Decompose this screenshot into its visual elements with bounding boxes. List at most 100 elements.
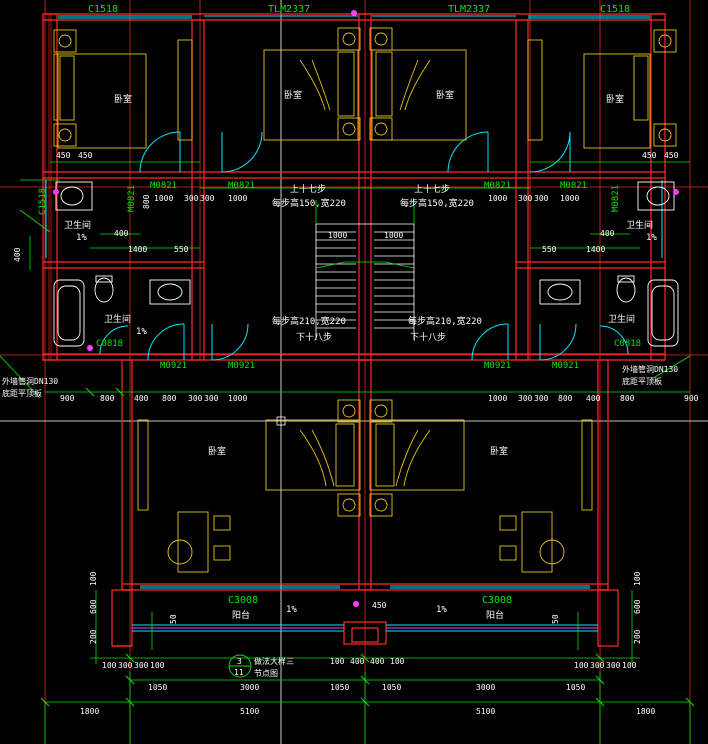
dim-100-g: 100	[89, 571, 98, 586]
dim-300-c: 300	[518, 194, 533, 203]
room-labels: 卧室 卧室 卧室 卧室 卧室 卧室 卫生间 卫生间 卫生间 卫生间 阳台 阳台	[64, 89, 653, 621]
dim-400-a: 400	[114, 229, 129, 238]
label-c1518-side: C1518	[38, 188, 48, 215]
ac-note-right-2: 底距平顶板	[622, 376, 662, 386]
dim-1000-stair-r: 1000	[384, 231, 403, 240]
dim-100-b: 100	[150, 661, 165, 670]
walls	[42, 13, 666, 647]
door-m0921-4: M0921	[552, 361, 579, 371]
dim-300-e: 300	[188, 394, 203, 403]
dim-400-b: 400	[600, 229, 615, 238]
dim-300-b: 300	[200, 194, 215, 203]
room-bedroom-2: 卧室	[284, 89, 302, 101]
furniture	[53, 27, 677, 573]
windows	[45, 15, 663, 632]
dim-450-e: 450	[372, 601, 387, 610]
label-c3008-left: C3008	[228, 595, 258, 606]
dim-800-c: 800	[162, 394, 177, 403]
dim-600-b: 600	[633, 599, 642, 614]
door-m0921-1: M0921	[160, 361, 187, 371]
drawing-note-2: 节点图	[254, 669, 278, 678]
label-tlm-right: TLM2337	[448, 4, 490, 15]
dim-5100-b: 5100	[476, 707, 495, 716]
slope-labels: 1% 1% 1% 1% 1%	[76, 233, 657, 615]
door-m0821-1: M0821	[150, 181, 177, 191]
section-reference: 3 11	[228, 654, 252, 678]
dim-550-a: 550	[174, 245, 189, 254]
dim-300-f: 300	[204, 394, 219, 403]
stair-up-left: 上十七步	[290, 183, 326, 195]
dim-550-b: 550	[542, 245, 557, 254]
dim-300-a: 300	[184, 194, 199, 203]
dim-400-side: 400	[13, 247, 22, 262]
dim-900-a: 900	[60, 394, 75, 403]
door-labels: M0821 M0821 M0821 M0821 M0921 M0921 M092…	[127, 181, 621, 371]
dimension-lines	[0, 161, 691, 744]
dim-1000-f: 1000	[488, 394, 507, 403]
dim-300-j: 300	[134, 661, 149, 670]
dim-400-c: 400	[134, 394, 149, 403]
dim-450-c: 450	[642, 151, 657, 160]
dim-50-a: 50	[169, 614, 178, 624]
dim-300-g: 300	[518, 394, 533, 403]
dim-1000-a: 1000	[154, 194, 173, 203]
dim-100-h: 100	[633, 571, 642, 586]
room-bathroom-3: 卫生间	[626, 219, 653, 231]
notes: 外墙管洞DN130 底距平顶板 外墙管洞DN130 底距平顶板 做法大样三 节点…	[2, 364, 678, 678]
window-labels: C1518 C1518 TLM2337 TLM2337 C3008 C3008 …	[38, 4, 641, 606]
slope-1: 1%	[76, 233, 87, 243]
stair-up-right: 上十七步	[414, 183, 450, 195]
dim-3000-b: 3000	[476, 683, 495, 692]
ac-note-left: 外墙管洞DN130	[2, 376, 58, 386]
section-ref-top: 3	[237, 657, 242, 666]
dim-100-d: 100	[390, 657, 405, 666]
door-m0921-2: M0921	[228, 361, 255, 371]
dim-1000-b: 1000	[228, 194, 247, 203]
dim-200-a: 200	[89, 629, 98, 644]
dim-1800-b: 1800	[636, 707, 655, 716]
dim-1000-stair-l: 1000	[328, 231, 347, 240]
door-swings	[99, 131, 629, 361]
dim-800-e: 800	[620, 394, 635, 403]
label-c1518-left: C1518	[88, 4, 118, 15]
dim-800-b: 800	[100, 394, 115, 403]
door-m0821-3: M0821	[484, 181, 511, 191]
door-m0921-3: M0921	[484, 361, 511, 371]
room-balcony-2: 阳台	[486, 609, 504, 621]
dim-300-h: 300	[534, 394, 549, 403]
room-bedroom-6: 卧室	[490, 445, 508, 457]
dim-1000-c: 1000	[488, 194, 507, 203]
dim-600-a: 600	[89, 599, 98, 614]
dim-3000-a: 3000	[240, 683, 259, 692]
label-c3008-right: C3008	[482, 595, 512, 606]
label-c1518-right: C1518	[600, 4, 630, 15]
dim-900-b: 900	[684, 394, 699, 403]
dim-300-l: 300	[606, 661, 621, 670]
slope-5: 1%	[436, 605, 447, 615]
ac-note-right: 外墙管洞DN130	[622, 364, 678, 374]
dim-100-f: 100	[622, 661, 637, 670]
dim-100-a: 100	[102, 661, 117, 670]
label-c0818-left: C0818	[96, 339, 123, 349]
stair-up-left-detail: 每步高150,宽220	[272, 197, 346, 209]
stair-down-right: 下十八步	[410, 331, 446, 343]
room-bathroom-4: 卫生间	[608, 313, 635, 325]
dim-100-c: 100	[330, 657, 345, 666]
stair-down-right-detail: 每步高210,宽220	[408, 315, 482, 327]
slope-2: 1%	[136, 327, 147, 337]
dim-5100-a: 5100	[240, 707, 259, 716]
bathroom-fixtures	[53, 181, 679, 347]
dim-1050-b: 1050	[330, 683, 349, 692]
stairs	[315, 200, 415, 340]
label-c0818-right: C0818	[614, 339, 641, 349]
dim-1050-d: 1050	[566, 683, 585, 692]
room-balcony-1: 阳台	[232, 609, 250, 621]
door-m0821-side-l: M0821	[127, 185, 137, 212]
dim-1000-e: 1000	[228, 394, 247, 403]
slope-4: 1%	[286, 605, 297, 615]
stair-down-left-detail: 每步高210,宽220	[272, 315, 346, 327]
stair-labels: 上十七步 每步高150,宽220 上十七步 每步高150,宽220 每步高210…	[272, 183, 482, 343]
